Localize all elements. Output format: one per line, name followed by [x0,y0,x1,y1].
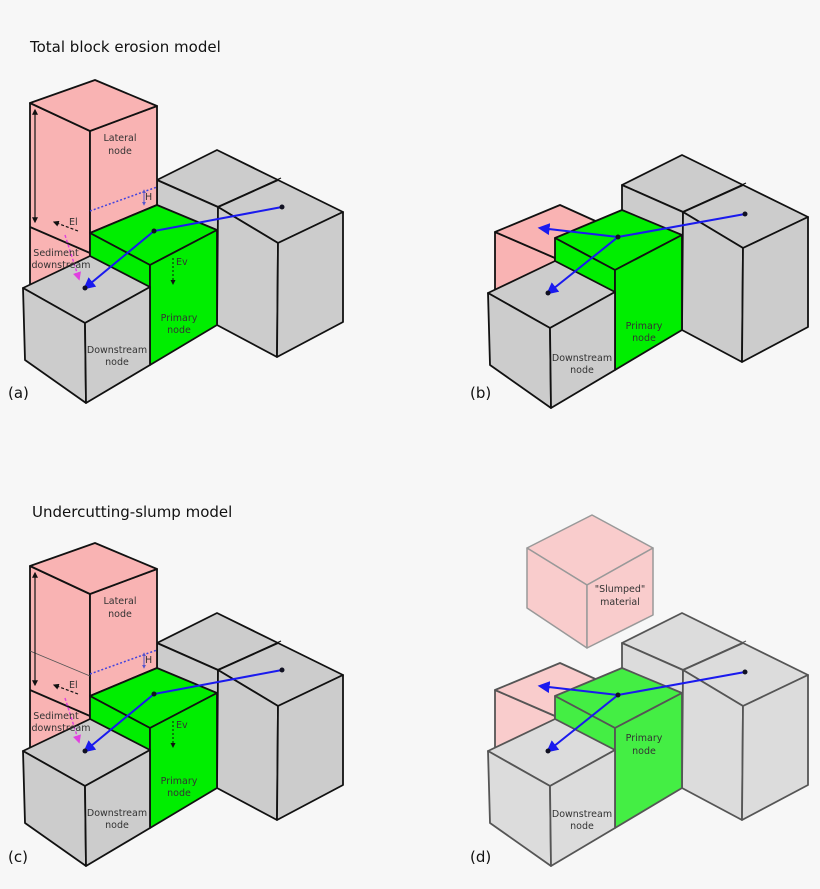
downstream-node-label: node [570,821,594,832]
sediment-label: Sediment [33,711,79,722]
title-undercutting-slump: Undercutting-slump model [32,503,232,521]
node-centre-dot [742,211,748,217]
node-boundary-line [686,640,747,669]
downstream-node-label: Downstream [552,809,612,820]
el-arrow [52,683,79,695]
slumped-material-label: "Slumped" [595,584,646,595]
primary-node-label: node [632,333,656,344]
sediment-label: downstream [32,723,91,734]
panel-label: (a) [8,384,29,402]
lateral-base-line [29,226,91,254]
panel-label: (b) [470,384,491,402]
downstream-node-label: node [570,365,594,376]
downstream-node-right-face [549,749,616,867]
h-label: H [145,655,152,666]
node-boundary-line [686,182,747,211]
ev-label: Ev [176,720,188,731]
el-arrow [52,220,79,232]
downstream-node-right-face [84,749,151,867]
node-boundary-line [221,640,282,669]
panel-a: (a) Lateral node H El Sediment downstrea… [8,79,344,404]
lateral-node-label: node [108,146,132,157]
panel-label: (d) [470,848,491,866]
primary-node-label: node [632,746,656,757]
primary-node-label: Primary [626,321,663,332]
right-node-right-face [276,674,344,821]
panel-c: (c) Lateral node H El Sediment downstrea… [8,542,344,867]
node-centre-dot [82,748,88,754]
downstream-node-right-face [549,291,616,409]
right-node-right-face [741,216,809,363]
flow-arrow-lateral [537,681,619,696]
primary-node-label: Primary [161,776,198,787]
node-centre-dot [279,667,285,673]
sediment-label: Sediment [33,248,79,259]
node-boundary-line [221,177,282,206]
primary-node-label: node [167,325,191,336]
lateral-base-line [29,689,91,717]
lateral-node-top [29,542,158,595]
primary-node-label: Primary [626,733,663,744]
sediment-arrow [64,234,81,281]
node-centre-dot [615,692,621,698]
node-centre-dot [545,748,551,754]
lateral-split-line [29,650,91,677]
downstream-node-label: node [105,357,129,368]
downstream-node-label: node [105,820,129,831]
title-total-block-erosion: Total block erosion model [29,38,221,56]
downstream-node-label: Downstream [552,353,612,364]
flow-arrow-lateral [537,223,619,238]
downstream-node-label: Downstream [87,808,147,819]
downstream-node-label: Downstream [87,345,147,356]
el-label: El [69,680,78,691]
node-centre-dot [82,285,88,291]
node-centre-dot [151,228,157,234]
panel-label: (c) [8,848,28,866]
ev-label: Ev [176,257,188,268]
node-centre-dot [615,234,621,240]
el-label: El [69,217,78,228]
primary-node-label: Primary [161,313,198,324]
node-centre-dot [742,669,748,675]
h-label: H [145,192,152,203]
right-node-right-face [741,674,809,821]
sediment-arrow [64,697,81,744]
node-centre-dot [545,290,551,296]
panel-b: (b) Primary node Downstream node [470,154,809,409]
lateral-node-label: node [108,609,132,620]
panel-d: (d) "Slumped" material Primary node Down… [470,514,809,867]
lateral-node-label: Lateral [103,133,136,144]
right-node-right-face [276,211,344,358]
lateral-node-label: Lateral [103,596,136,607]
slumped-material-label: material [600,597,640,608]
node-centre-dot [279,204,285,210]
slumped-block-right [586,547,654,649]
sediment-label: downstream [32,260,91,271]
node-centre-dot [151,691,157,697]
primary-node-label: node [167,788,191,799]
downstream-node-right-face [84,286,151,404]
lateral-node-top [29,79,158,132]
